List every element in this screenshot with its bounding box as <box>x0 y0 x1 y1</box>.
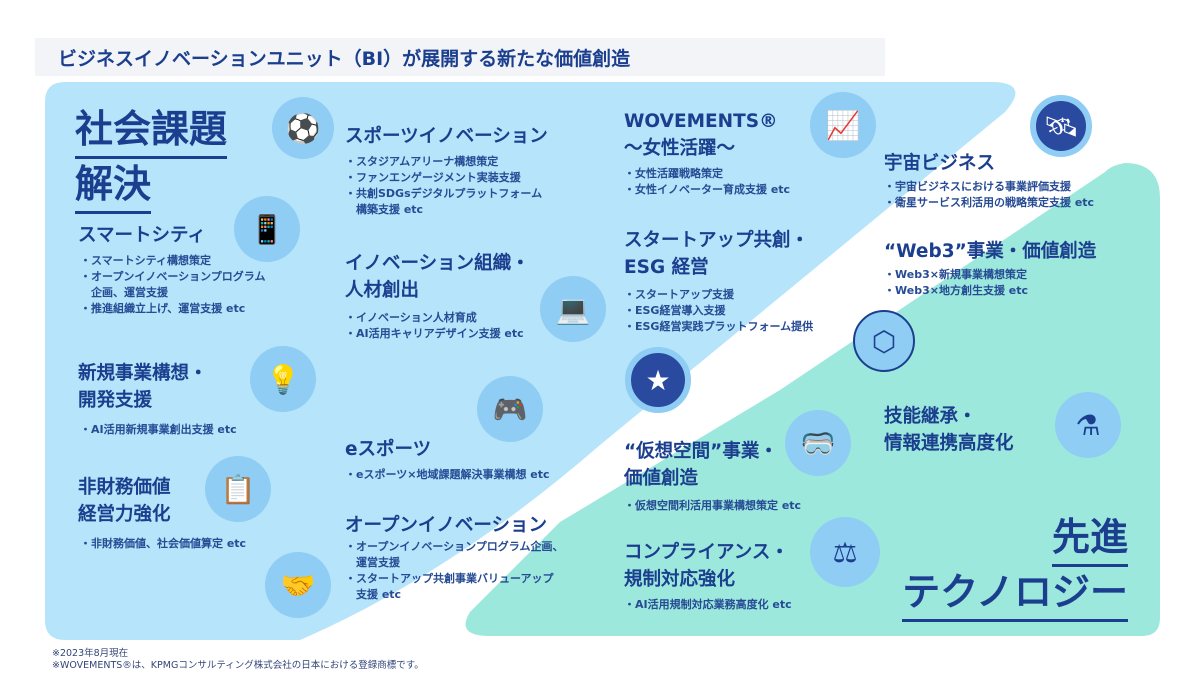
section-item: 運営支援 <box>345 556 400 569</box>
section-sports-innovation: スポーツイノベーション ・スタジアムアリーナ構想策定 ・ファンエンゲージメント実… <box>345 123 548 218</box>
section-item: ・オープンイノベーションプログラム企画、 <box>345 540 564 553</box>
footnote-date: ※2023年8月現在 <box>52 648 129 659</box>
section-title: 経営力強化 <box>78 504 171 525</box>
section-smart-city: スマートシティ ・スマートシティ構想策定 ・オープンイノベーションプログラム 企… <box>78 222 265 317</box>
section-item: 企画、運営支援 <box>80 286 168 299</box>
section-title: 規制対応強化 <box>624 569 736 590</box>
section-open-innovation: オープンイノベーション ・オープンイノベーションプログラム企画、 運営支援 ・ス… <box>345 512 563 603</box>
section-title: オープンイノベーション <box>345 515 548 536</box>
section-title: ESG 経営 <box>624 257 709 278</box>
section-item: ・女性活躍戦略策定 <box>624 167 723 180</box>
section-item: ・仮想空間利活用事業構想策定 etc <box>624 499 802 512</box>
section-title: 技能継承・ <box>884 406 977 427</box>
section-item: ・AI活用規制対応業務高度化 etc <box>624 598 792 611</box>
section-item: ・Web3×新規事業構想策定 <box>884 268 1027 281</box>
advanced-technology-area <box>465 163 1160 636</box>
section-title: 価値創造 <box>624 468 699 489</box>
drone-smartcity-icon: 📱 <box>234 196 300 262</box>
section-item: ・スタートアップ支援 <box>624 288 734 301</box>
section-title: スタートアップ共創・ <box>624 230 810 251</box>
esports-controller-icon: 🎮 <box>477 376 543 442</box>
vr-headset-icon: 🥽 <box>785 410 851 476</box>
flask-growth-icon: ⚗ <box>1055 392 1121 458</box>
section-title: 宇宙ビジネス <box>884 153 996 174</box>
footnote-trademark: ※WOVEMENTS®は、KPMGコンサルティング株式会社の日本における登録商標… <box>52 660 424 671</box>
open-innovation-handshake-icon: 🤝 <box>265 552 331 618</box>
section-new-business: 新規事業構想・ 開発支援 ・AI活用新規事業創出支援 etc <box>78 360 237 438</box>
section-title: スマートシティ <box>78 225 206 246</box>
section-title: WOVEMENTS® <box>624 111 778 132</box>
section-item: ・衛星サービス利活用の戦略策定支援 etc <box>884 196 1095 209</box>
section-title: 非財務価値 <box>78 477 171 498</box>
page-title: ビジネスイノベーションユニット（BI）が展開する新たな価値創造 <box>58 48 631 70</box>
section-title: 情報連携高度化 <box>884 433 1014 454</box>
section-title: 新規事業構想・ <box>78 363 208 384</box>
section-virtual-space: “仮想空間”事業・ 価値創造 ・仮想空間利活用事業構想策定 etc <box>624 438 801 514</box>
section-compliance: コンプライアンス・ 規制対応強化 ・AI活用規制対応業務高度化 etc <box>624 539 792 613</box>
section-title: eスポーツ <box>345 439 432 460</box>
section-startup-esg: スタートアップ共創・ ESG 経営 ・スタートアップ支援 ・ESG経営導入支援 … <box>624 227 813 335</box>
woman-presenter-icon: 📈 <box>810 92 876 158</box>
section-innovation-talent: イノベーション組織・ 人材創出 ・イノベーション人材育成 ・AI活用キャリアデザ… <box>345 250 530 342</box>
section-space-business: 宇宙ビジネス ・宇宙ビジネスにおける事業評価支援 ・衛星サービス利活用の戦略策定… <box>884 150 1094 211</box>
section-title: コンプライアンス・ <box>624 542 789 563</box>
section-item: ・スタジアムアリーナ構想策定 <box>345 155 499 168</box>
section-title: 〜女性活躍〜 <box>624 138 736 159</box>
section-item: ・共創SDGsデジタルプラットフォーム <box>345 187 543 200</box>
section-item: ・AI活用新規事業創出支援 etc <box>80 423 237 436</box>
section-item: ・宇宙ビジネスにおける事業評価支援 <box>884 180 1071 193</box>
social-issues-heading: 社会課題解決 <box>75 104 228 214</box>
section-item: ・オープンイノベーションプログラム <box>80 270 266 283</box>
advanced-tech-heading: 先進テクノロジー <box>902 512 1128 622</box>
footnotes: ※2023年8月現在 ※WOVEMENTS®は、KPMGコンサルティング株式会社… <box>52 648 424 672</box>
remote-worker-icon: 💻 <box>540 276 606 342</box>
title-bar <box>35 38 885 76</box>
section-skill-transfer: 技能継承・ 情報連携高度化 <box>884 403 1014 457</box>
section-item: ・Web3×地方創生支援 etc <box>884 284 1029 297</box>
section-item: ・ファンエンゲージメント実装支援 <box>345 171 521 184</box>
section-web3: “Web3”事業・価値創造 ・Web3×新規事業構想策定 ・Web3×地方創生支… <box>884 238 1096 299</box>
section-item: ・ESG経営実践プラットフォーム提供 <box>624 320 814 333</box>
network-hexagon-icon: ⬡ <box>853 310 915 372</box>
section-title: “仮想空間”事業・ <box>624 441 778 462</box>
section-title: スポーツイノベーション <box>345 126 548 147</box>
section-item: ・スマートシティ構想策定 <box>80 254 212 267</box>
section-item: ・女性イノベーター育成支援 etc <box>624 183 791 196</box>
section-wovements: WOVEMENTS® 〜女性活躍〜 ・女性活躍戦略策定 ・女性イノベーター育成支… <box>624 108 790 198</box>
section-item: ・AI活用キャリアデザイン支援 etc <box>345 327 524 340</box>
satellite-icon: 🛰 <box>1030 95 1092 157</box>
section-title: 開発支援 <box>78 390 153 411</box>
section-item: 支援 etc <box>345 588 402 601</box>
section-esports: eスポーツ ・eスポーツ×地域課題解決事業構想 etc <box>345 436 550 483</box>
section-item: ・スタートアップ共創事業バリューアップ <box>345 572 554 585</box>
section-nonfinancial-value: 非財務価値 経営力強化 ・非財務価値、社会価値算定 etc <box>78 474 246 552</box>
section-item: ・非財務価値、社会価値算定 etc <box>80 537 247 550</box>
section-title: イノベーション組織・ <box>345 253 530 274</box>
scales-icon: ⚖ <box>810 517 880 587</box>
star-flag-icon: ★ <box>625 347 691 413</box>
section-item: ・イノベーション人材育成 <box>345 311 477 324</box>
checklist-document-icon: 📋 <box>205 456 271 522</box>
section-item: 構築支援 etc <box>345 203 424 216</box>
lightbulb-business-icon: 💡 <box>250 346 316 412</box>
section-title: 人材創出 <box>345 280 420 301</box>
soccer-player-icon: ⚽ <box>272 97 334 159</box>
section-item: ・eスポーツ×地域課題解決事業構想 etc <box>345 468 550 481</box>
section-title: “Web3”事業・価値創造 <box>884 241 1097 262</box>
section-item: ・ESG経営導入支援 <box>624 304 726 317</box>
section-item: ・推進組織立上げ、運営支援 etc <box>80 302 246 315</box>
